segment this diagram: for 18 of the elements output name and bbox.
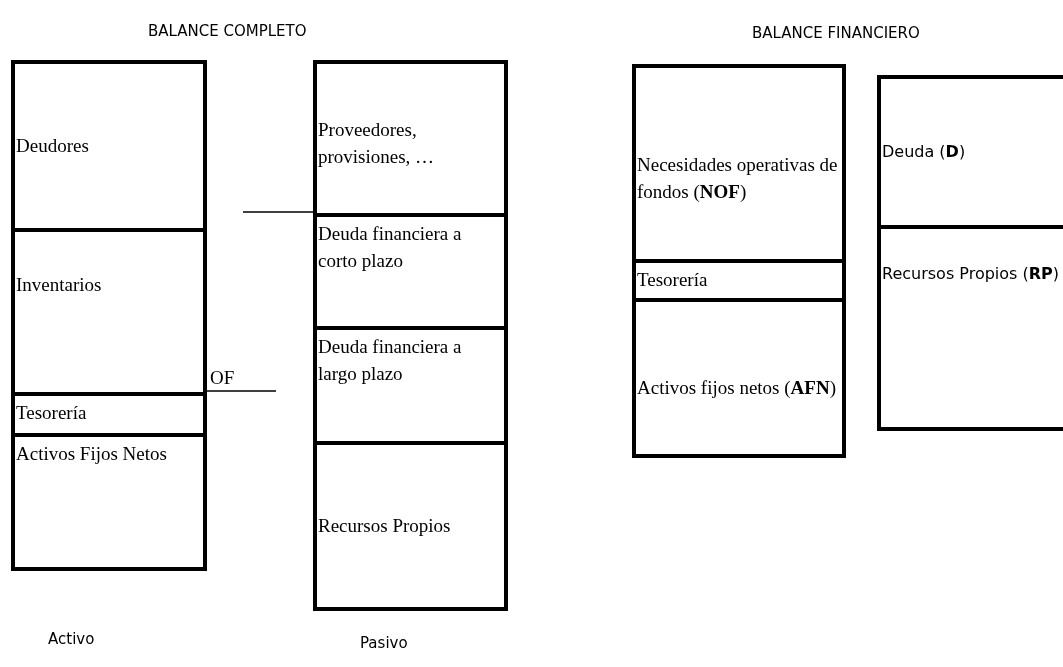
cell-text: Activos Fijos Netos xyxy=(16,442,168,466)
heading: BALANCE COMPLETO xyxy=(148,21,307,42)
label: Pasivo xyxy=(360,633,408,654)
cell-text: Inventarios xyxy=(16,273,103,297)
cell-text: Tesorería xyxy=(16,401,88,425)
heading: BALANCE FINANCIERO xyxy=(752,23,920,44)
cell-text: Necesidades operativas de fondos (NOF) xyxy=(637,152,839,204)
cell-text: Deuda financiera a largo plazo xyxy=(318,335,463,386)
cell-text: Proveedores, provisiones, … xyxy=(318,117,436,169)
label: OF xyxy=(210,366,235,390)
cell-text: Deudores xyxy=(16,133,90,158)
cell-text: Recursos Propios (RP) xyxy=(882,263,1061,285)
label: Activo xyxy=(48,629,95,650)
cell-text: Deuda (D) xyxy=(882,140,967,163)
cell-text: Tesorería xyxy=(637,268,709,292)
cell-text: Recursos Propios xyxy=(318,513,452,538)
cell-text: Deuda financiera a corto plazo xyxy=(318,222,463,273)
cell-text: Activos fijos netos (AFN) xyxy=(637,375,837,400)
